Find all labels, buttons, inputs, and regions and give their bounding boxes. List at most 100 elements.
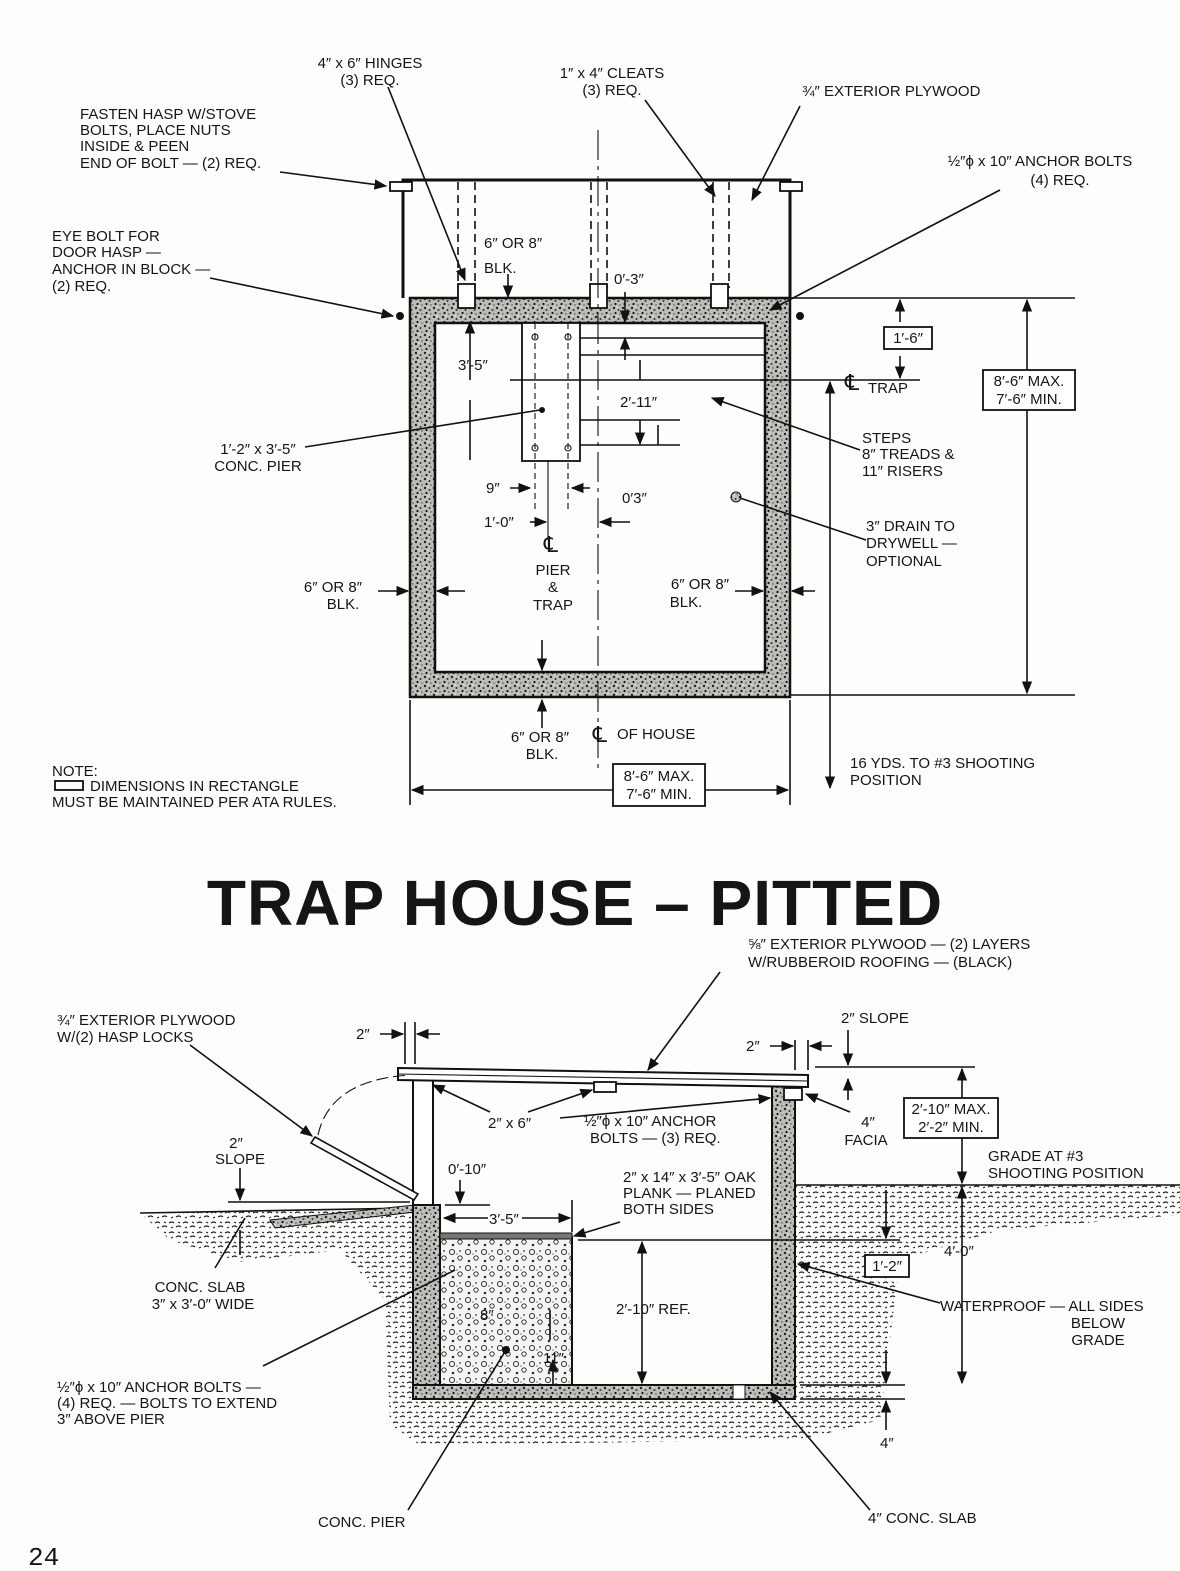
eye-bolt-label: (2) REQ. bbox=[52, 278, 111, 295]
cl-trap-label: TRAP bbox=[868, 380, 908, 397]
facia-board bbox=[783, 1087, 803, 1101]
anchor-bolts-label: 3″ ABOVE PIER bbox=[57, 1411, 165, 1428]
leader-lines bbox=[209, 86, 1001, 541]
height-max: 2′-10″ MAX. bbox=[912, 1101, 991, 1118]
pier-bolts bbox=[531, 323, 572, 510]
page-number: 24 bbox=[28, 1543, 59, 1571]
drain-icon bbox=[730, 491, 742, 503]
eye-bolt-right bbox=[796, 312, 804, 320]
waterproof-label: GRADE bbox=[1071, 1332, 1124, 1349]
house-width-max: 8′-6″ MAX. bbox=[624, 768, 695, 785]
two-by-six-label: 2″ x 6″ bbox=[488, 1115, 532, 1132]
steps-label: 11″ RISERS bbox=[862, 463, 943, 480]
dim-3-5: 3′-5″ bbox=[458, 357, 488, 374]
grade-label: SHOOTING POSITION bbox=[988, 1165, 1144, 1182]
note-heading: NOTE: bbox=[52, 763, 98, 780]
door-label: ¾″ EXTERIOR PLYWOOD bbox=[57, 1012, 236, 1029]
blk-right-label: 6″ OR 8″ bbox=[671, 576, 730, 593]
dim-0-3b: 0′3″ bbox=[622, 490, 647, 507]
centerline-icon: ℄ bbox=[543, 532, 559, 557]
hasp-label: INSIDE & PEEN bbox=[80, 138, 189, 155]
anchor-label: BOLTS — (3) REQ. bbox=[590, 1130, 721, 1147]
required-dim-box bbox=[903, 1097, 999, 1139]
floor-slab-label: 4″ CONC. SLAB bbox=[868, 1510, 977, 1527]
house-length-min: 7′-6″ MIN. bbox=[996, 391, 1062, 408]
roofing-label: ⅝″ EXTERIOR PLYWOOD — (2) LAYERS bbox=[748, 936, 1030, 953]
pier-label: 1′-2″ x 3′-5″ bbox=[220, 441, 296, 458]
section-view: ⅝″ EXTERIOR PLYWOOD — (2) LAYERS W/RUBBE… bbox=[57, 936, 1180, 1531]
anchor-bolts-label: (4) REQ. bbox=[1030, 172, 1089, 189]
section-leader-lines bbox=[189, 971, 941, 1511]
door-swing-arc bbox=[317, 1074, 411, 1136]
anchor-bolts-label: (4) REQ. — BOLTS TO EXTEND bbox=[57, 1395, 277, 1412]
required-dim-box bbox=[612, 763, 706, 807]
anchor-label: ½″ϕ x 10″ ANCHOR bbox=[584, 1113, 717, 1130]
cleat-dashed-lines bbox=[457, 182, 730, 288]
conc-pier-label: CONC. PIER bbox=[318, 1514, 406, 1531]
slope-left-label: SLOPE bbox=[215, 1151, 265, 1168]
blk-bottom-label: 6″ OR 8″ bbox=[511, 729, 570, 746]
plank-label: BOTH SIDES bbox=[623, 1201, 714, 1218]
hinges bbox=[457, 283, 729, 309]
pier-leader-dot bbox=[502, 1346, 510, 1354]
dim-0-10: 0′-10″ bbox=[448, 1161, 487, 1178]
required-dim-box bbox=[883, 326, 933, 350]
house-width-min: 7′-6″ MIN. bbox=[626, 786, 692, 803]
steps-label: 8″ TREADS & bbox=[862, 446, 955, 463]
page-title: TRAP HOUSE – PITTED bbox=[207, 867, 943, 939]
facia-label: 4″ bbox=[861, 1114, 875, 1131]
blk-top-label: BLK. bbox=[484, 260, 517, 277]
blk-bottom-label: BLK. bbox=[526, 746, 559, 763]
roof-layer-line bbox=[397, 1073, 809, 1082]
house-length-max: 8′-6″ MAX. bbox=[994, 373, 1065, 390]
roof-joist-2x6 bbox=[593, 1081, 617, 1093]
cl-pier-label: PIER bbox=[535, 562, 570, 579]
shooting-label: 16 YDS. TO #3 SHOOTING bbox=[850, 755, 1035, 772]
left-block-wall bbox=[412, 1204, 441, 1386]
grade-label: GRADE AT #3 bbox=[988, 1148, 1083, 1165]
cleats-label: 1″ x 4″ CLEATS bbox=[560, 65, 665, 82]
slope-right-label: 2″ SLOPE bbox=[841, 1010, 909, 1027]
anchor-bolts-label: ½″ϕ x 10″ ANCHOR BOLTS — bbox=[57, 1379, 261, 1396]
lid-outline bbox=[401, 178, 792, 298]
height-min: 2′-2″ MIN. bbox=[918, 1119, 984, 1136]
plan-view: 4″ x 6″ HINGES (3) REQ. 1″ x 4″ CLEATS (… bbox=[52, 55, 1132, 811]
dim-2-11: 2′-11″ bbox=[620, 394, 658, 411]
hasp-left bbox=[389, 181, 413, 192]
eye-bolt-label: DOOR HASP — bbox=[52, 244, 161, 261]
soil-backfill bbox=[140, 1185, 1180, 1445]
blk-left-label: BLK. bbox=[327, 596, 360, 613]
door-label: W/(2) HASP LOCKS bbox=[57, 1029, 193, 1046]
hasp-label: FASTEN HASP W/STOVE bbox=[80, 106, 256, 123]
drain-label: DRYWELL — bbox=[866, 535, 957, 552]
required-dim-box bbox=[982, 369, 1076, 411]
blk-right-label: BLK. bbox=[670, 594, 703, 611]
dim-2-left: 2″ bbox=[356, 1026, 370, 1043]
grade-line-left bbox=[139, 1207, 416, 1214]
centerline-icon: ℄ bbox=[592, 722, 608, 747]
shooting-label: POSITION bbox=[850, 772, 922, 789]
oak-plank bbox=[439, 1232, 573, 1240]
note-text: MUST BE MAINTAINED PER ATA RULES. bbox=[52, 794, 337, 811]
step-lines bbox=[510, 337, 765, 446]
dim-4-0: 4′-0″ bbox=[944, 1243, 974, 1260]
eye-bolt-label: EYE BOLT FOR bbox=[52, 228, 160, 245]
anchor-bolts-label: ½″ϕ x 10″ ANCHOR BOLTS bbox=[948, 153, 1133, 170]
dim-1-6: 1′-6″ bbox=[893, 330, 923, 347]
dim-mask bbox=[488, 1212, 522, 1226]
cl-pier-label: TRAP bbox=[533, 597, 573, 614]
dim-1-2: 1′-2″ bbox=[872, 1258, 902, 1275]
dimension-lines bbox=[378, 274, 1075, 805]
plywood-label: ¾″ EXTERIOR PLYWOOD bbox=[802, 83, 981, 100]
pier-leader-dot bbox=[539, 407, 545, 413]
centerline-icon: ℄ bbox=[844, 370, 860, 395]
steps-label: STEPS bbox=[862, 430, 911, 447]
eye-bolt-left bbox=[396, 312, 404, 320]
slab-label: 3″ x 3′-0″ WIDE bbox=[152, 1296, 255, 1313]
door-panel bbox=[309, 1135, 420, 1202]
eye-bolt-label: ANCHOR IN BLOCK — bbox=[52, 261, 210, 278]
hasp-right bbox=[779, 181, 803, 192]
cl-pier-label: & bbox=[548, 579, 558, 596]
dim-3-5: 3′-5″ bbox=[489, 1211, 519, 1228]
dim-2-right: 2″ bbox=[746, 1038, 760, 1055]
